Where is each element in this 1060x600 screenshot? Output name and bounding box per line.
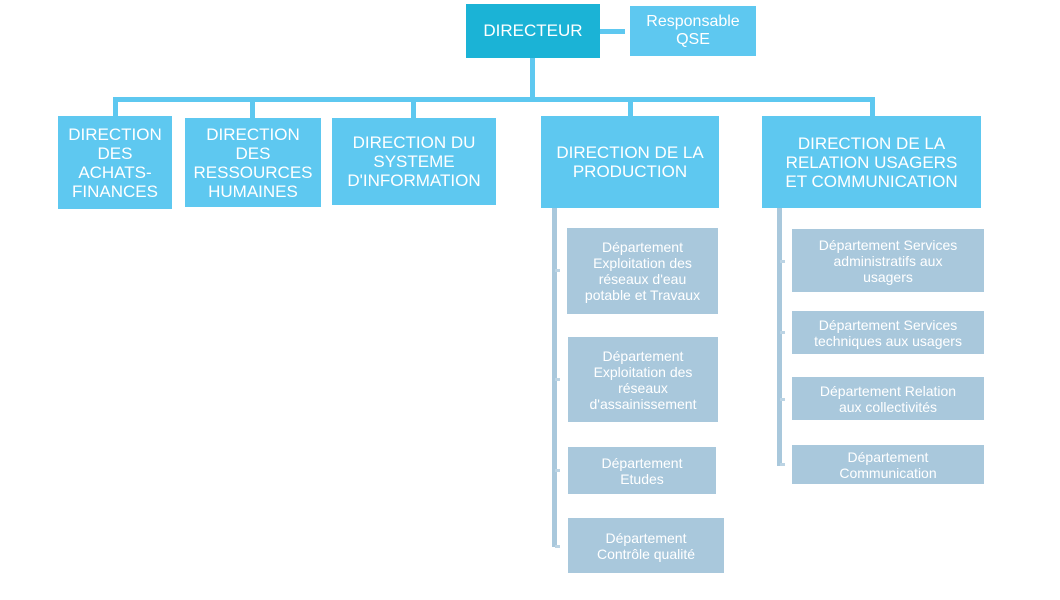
qse-node: Responsable QSE [630,6,756,56]
drop-production [628,97,633,116]
dept-exploitation-assainissement: Département Exploitation des réseaux d'a… [568,337,718,422]
production-tick [555,469,560,472]
drop-relation [870,97,875,116]
dept-exploitation-eau-potable: Département Exploitation des réseaux d'e… [567,228,718,314]
drop-si [411,97,416,118]
production-tick [555,545,560,548]
dept-relation-collectivites: Département Relation aux collectivités [792,377,984,420]
production-vertical-line [552,208,557,547]
relation-tick [780,463,785,466]
dept-controle-qualite: Département Contrôle qualité [568,518,724,573]
direction-achats-finances: DIRECTION DES ACHATS- FINANCES [58,116,172,209]
direction-systeme-information: DIRECTION DU SYSTEME D'INFORMATION [332,118,496,205]
dept-communication: Département Communication [792,445,984,484]
director-qse-connector [600,29,625,34]
drop-achats [113,97,118,116]
direction-relation-usagers: DIRECTION DE LA RELATION USAGERS ET COMM… [762,116,981,208]
drop-rh [250,97,255,118]
dept-etudes: Département Etudes [568,447,716,494]
direction-ressources-humaines: DIRECTION DES RESSOURCES HUMAINES [185,118,321,207]
relation-vertical-line [777,208,782,466]
relation-tick [780,331,785,334]
director-down-connector [530,58,535,98]
relation-tick [780,260,785,263]
dept-services-techniques: Département Services techniques aux usag… [792,311,984,354]
director-node: DIRECTEUR [466,4,600,58]
relation-tick [780,398,785,401]
horizontal-bus [113,97,875,102]
dept-services-administratifs: Département Services administratifs aux … [792,229,984,292]
production-tick [555,378,560,381]
production-tick [555,269,560,272]
direction-production: DIRECTION DE LA PRODUCTION [541,116,719,208]
